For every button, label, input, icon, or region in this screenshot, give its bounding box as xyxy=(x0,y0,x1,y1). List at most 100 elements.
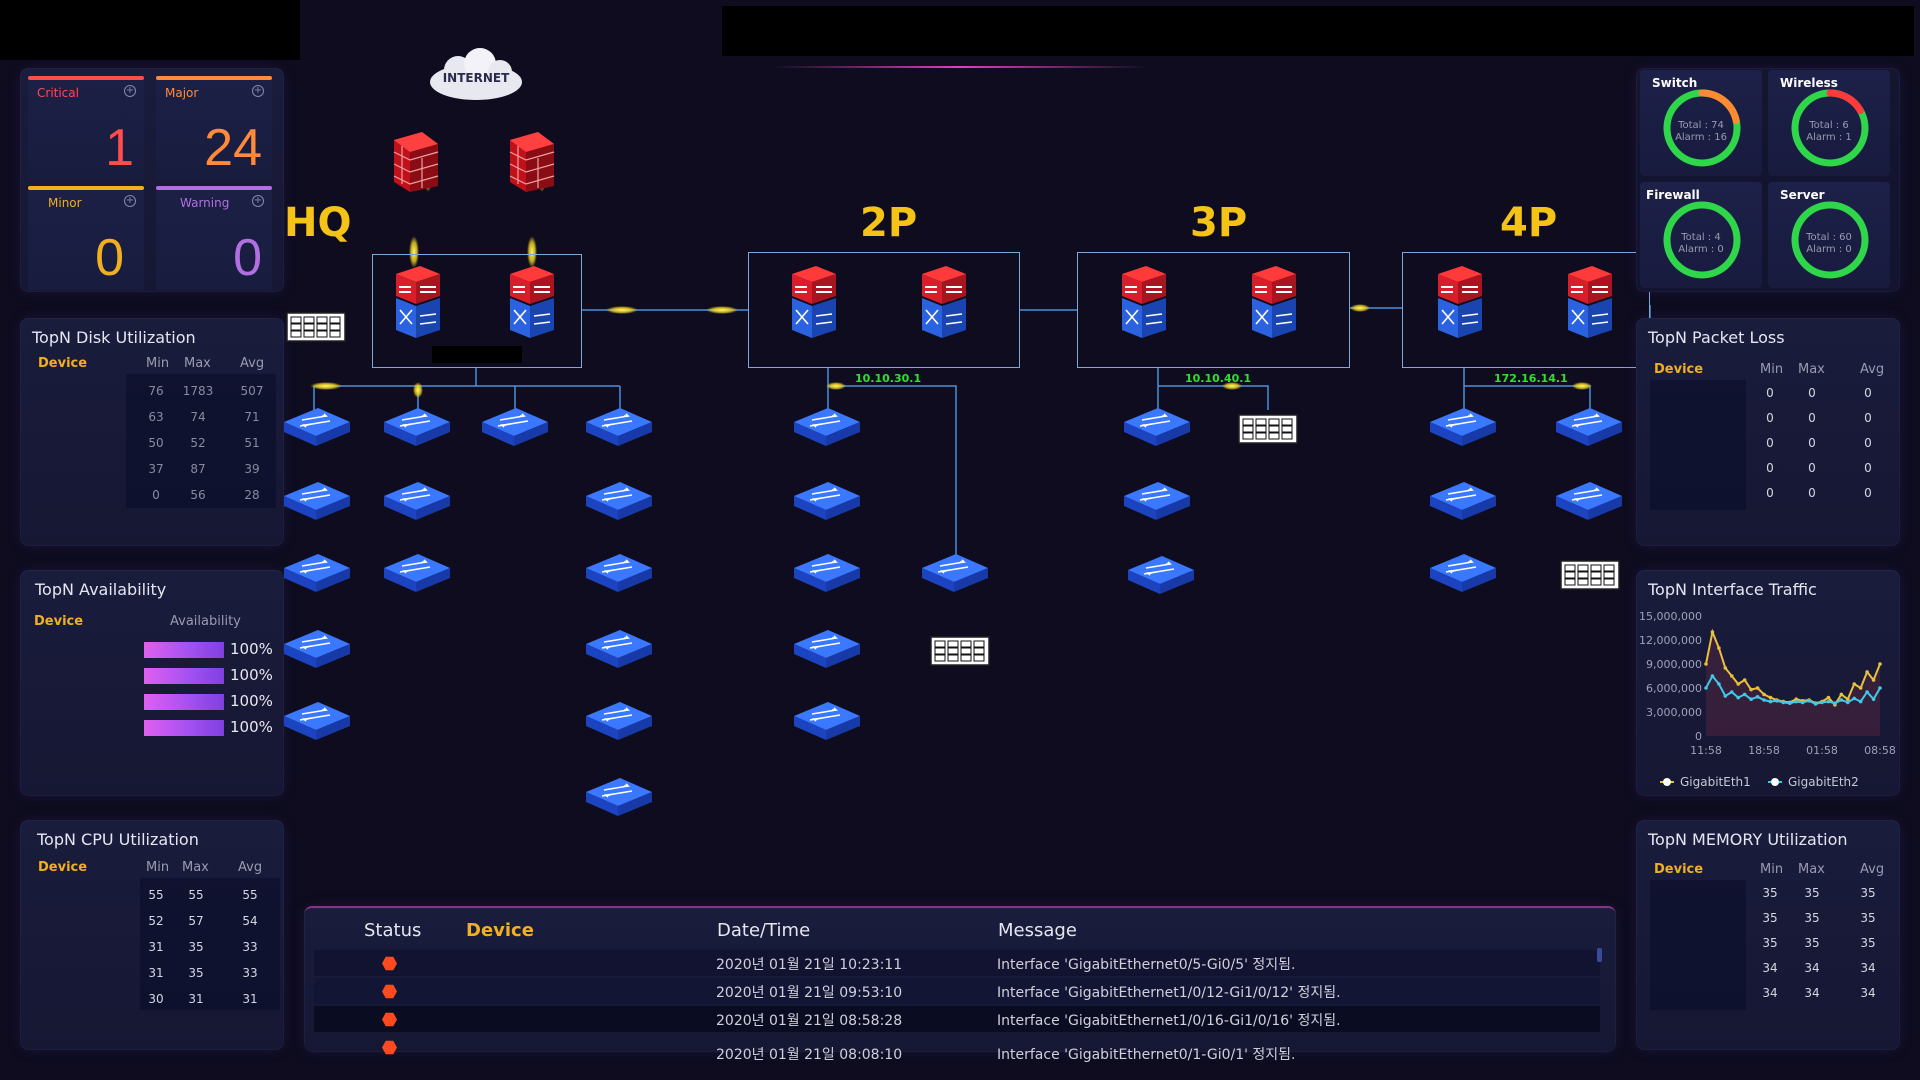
access-switch-icon[interactable] xyxy=(585,629,653,669)
site-box-4p[interactable] xyxy=(1402,252,1650,368)
panel-title: TopN CPU Utilization xyxy=(37,830,199,849)
expand-icon[interactable]: + xyxy=(252,85,264,97)
gauge-card-switch[interactable]: Switch Total : 74 Alarm : 16 xyxy=(1640,70,1762,176)
site-box-3p[interactable] xyxy=(1077,252,1350,368)
access-switch-icon[interactable] xyxy=(1555,407,1623,447)
access-switch-icon[interactable] xyxy=(585,701,653,741)
event-row[interactable]: 2020년 01월 21일 08:58:28 Interface 'Gigabi… xyxy=(314,1006,1600,1032)
disk-utilization-panel: TopN Disk Utilization Device Min Max Avg… xyxy=(20,318,284,546)
internet-label: INTERNET xyxy=(443,71,510,85)
data-point xyxy=(1742,692,1747,697)
table-cell: 0 xyxy=(1766,436,1774,450)
site-label-hq: HQ xyxy=(284,200,352,246)
expand-icon[interactable]: + xyxy=(252,195,264,207)
availability-bar xyxy=(144,642,224,658)
alarm-tile-major[interactable]: Major + 24 xyxy=(156,76,272,180)
patch-panel-icon[interactable] xyxy=(1560,560,1620,590)
site-box-2p[interactable] xyxy=(748,252,1020,368)
data-point xyxy=(1736,682,1741,686)
gauge-card-firewall[interactable]: Firewall Total : 4 Alarm : 0 xyxy=(1640,182,1762,288)
table-cell: 76 xyxy=(148,384,164,398)
y-tick-label: 3,000,000 xyxy=(1646,706,1702,719)
data-point xyxy=(1826,695,1831,700)
alarm-tile-warning[interactable]: Warning + 0 xyxy=(156,186,272,290)
access-switch-icon[interactable] xyxy=(585,481,653,521)
access-switch-icon[interactable] xyxy=(793,407,861,447)
alarm-tile-minor[interactable]: Minor + 0 xyxy=(28,186,144,290)
event-row[interactable]: 2020년 01월 21일 09:53:10 Interface 'Gigabi… xyxy=(314,978,1600,1004)
table-cell: 52 xyxy=(148,914,164,928)
alarm-summary-panel: Critical + 1 Major + 24 Minor + 0 Warnin… xyxy=(20,68,284,292)
table-cell: 0 xyxy=(1808,386,1816,400)
availability-bar xyxy=(144,720,224,736)
table-cell: 0 xyxy=(152,488,160,502)
access-switch-icon[interactable] xyxy=(283,407,351,447)
access-switch-icon[interactable] xyxy=(585,407,653,447)
redacted-title xyxy=(722,6,1914,56)
patch-panel-icon[interactable] xyxy=(286,312,346,342)
access-switch-icon[interactable] xyxy=(921,553,989,593)
y-tick-label: 6,000,000 xyxy=(1646,682,1702,695)
access-switch-icon[interactable] xyxy=(283,481,351,521)
gauge-total: Total : 4 xyxy=(1681,232,1721,243)
col-max: Max xyxy=(182,860,209,875)
access-switch-icon[interactable] xyxy=(793,701,861,741)
expand-icon[interactable]: + xyxy=(124,195,136,207)
y-tick-label: 15,000,000 xyxy=(1639,610,1702,623)
table-cell: 55 xyxy=(188,888,204,902)
table-cell: 54 xyxy=(242,914,258,928)
event-datetime: 2020년 01월 21일 10:23:11 xyxy=(716,957,903,973)
data-point xyxy=(1749,697,1753,701)
access-switch-icon[interactable] xyxy=(283,629,351,669)
gauge-card-server[interactable]: Server Total : 60 Alarm : 0 xyxy=(1768,182,1890,288)
access-switch-icon[interactable] xyxy=(793,629,861,669)
event-row[interactable]: 2020년 01월 21일 08:08:10 Interface 'Gigabi… xyxy=(314,1034,1600,1063)
firewall-icon[interactable] xyxy=(393,131,439,193)
table-cell: 34 xyxy=(1762,961,1778,975)
access-switch-icon[interactable] xyxy=(283,553,351,593)
access-switch-icon[interactable] xyxy=(481,407,549,447)
access-switch-icon[interactable] xyxy=(383,407,451,447)
major-bar xyxy=(156,76,272,80)
access-switch-icon[interactable] xyxy=(1123,481,1191,521)
site-box-hq[interactable] xyxy=(372,254,582,368)
expand-icon[interactable]: + xyxy=(124,85,136,97)
table-cell: 35 xyxy=(1762,936,1778,950)
col-avg: Avg xyxy=(240,356,265,371)
status-critical-icon xyxy=(382,984,397,999)
gauge-card-wireless[interactable]: Wireless Total : 6 Alarm : 1 xyxy=(1768,70,1890,176)
data-point xyxy=(1800,700,1805,705)
access-switch-icon[interactable] xyxy=(1429,553,1497,593)
access-switch-icon[interactable] xyxy=(383,481,451,521)
internet-cloud-icon xyxy=(430,48,522,100)
access-switch-icon[interactable] xyxy=(1429,407,1497,447)
alarm-tile-critical[interactable]: Critical + 1 xyxy=(28,76,144,180)
access-switch-icon[interactable] xyxy=(793,481,861,521)
data-point xyxy=(1787,701,1792,705)
data-point xyxy=(1775,699,1779,703)
col-status: Status xyxy=(364,920,422,941)
table-cell: 34 xyxy=(1762,986,1778,1000)
access-switch-icon[interactable] xyxy=(585,777,653,817)
scrollbar-thumb[interactable] xyxy=(1597,948,1602,962)
table-cell: 55 xyxy=(148,888,164,902)
access-switch-icon[interactable] xyxy=(383,553,451,593)
event-row[interactable]: 2020년 01월 21일 10:23:11 Interface 'Gigabi… xyxy=(314,950,1600,976)
patch-panel-icon[interactable] xyxy=(1238,414,1298,444)
access-switch-icon[interactable] xyxy=(283,701,351,741)
patch-panel-icon[interactable] xyxy=(930,636,990,666)
gauge-label: Switch xyxy=(1652,76,1698,90)
access-switch-icon[interactable] xyxy=(585,553,653,593)
access-switch-icon[interactable] xyxy=(1429,481,1497,521)
status-critical-icon xyxy=(382,1040,397,1055)
access-switch-icon[interactable] xyxy=(1127,555,1195,595)
table-cell: 35 xyxy=(1804,886,1820,900)
panel-title: TopN MEMORY Utilization xyxy=(1648,830,1848,849)
table-cell: 63 xyxy=(148,410,164,424)
firewall-icon[interactable] xyxy=(509,131,555,193)
ip-label: 172.16.14.1 xyxy=(1494,372,1568,385)
gauge-ring xyxy=(1791,89,1869,167)
access-switch-icon[interactable] xyxy=(1123,407,1191,447)
access-switch-icon[interactable] xyxy=(1555,481,1623,521)
access-switch-icon[interactable] xyxy=(793,553,861,593)
